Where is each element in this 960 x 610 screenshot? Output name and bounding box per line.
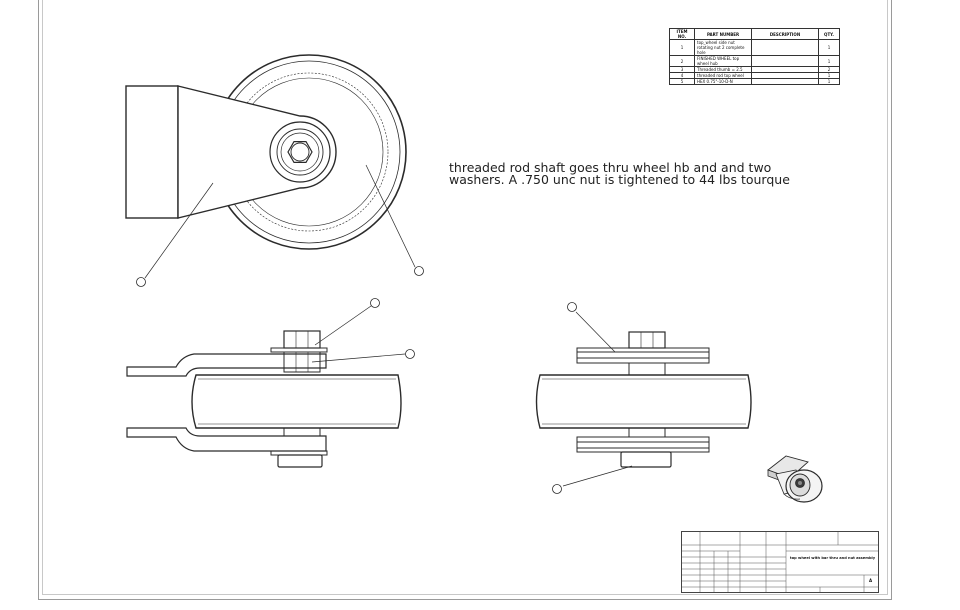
bom-header-item: ITEM NO. [669,28,695,40]
sheet-inner-border [42,0,888,595]
bracket-arm [177,85,337,219]
table-row: 1 top_wheel side nut rotating nut 2 comp… [669,39,840,56]
mount-block [125,85,179,219]
table-row: 2 FINISHED WHEEL top wheel hub 1 [669,55,840,67]
wheel-hidden-edge [229,72,389,232]
wheel-side [191,374,402,429]
balloon-right-plate [567,302,577,312]
bom-header-row: ITEM NO. PART NUMBER DESCRIPTION QTY. [669,28,840,40]
rod-upper-r [628,362,666,376]
title-block: top wheel with bar thru and nut assembly… [681,531,879,593]
balloon-front-wheel [414,266,424,276]
nut-top-r [628,331,666,349]
rod-upper [283,351,321,373]
bom-qty: 1 [818,78,840,85]
bom-desc [751,55,819,67]
bom-qty: 1 [818,55,840,67]
sheet-border [38,0,892,600]
hex-nut-front [287,141,313,163]
bom-desc [751,78,819,85]
bom-qty: 1 [818,39,840,56]
bom-part: FINISHED WHEEL top wheel hub [694,55,752,67]
hub-washer [276,128,324,176]
rod-end [290,142,310,162]
bom-item: 2 [669,55,695,67]
nut-bottom-r [620,451,672,468]
assembly-note: threaded rod shaft goes thru wheel hb an… [449,160,809,187]
bom-part: top_wheel side nut rotating nut 2 comple… [694,39,752,56]
note-line-2: washers. A .750 unc nut is tightened to … [449,172,790,187]
upper-arm [126,353,327,377]
note-line-1: threaded rod shaft goes thru wheel hb an… [449,160,772,175]
isometric-view [767,455,823,503]
bom-header-desc: DESCRIPTION [751,28,819,40]
hub-outer [269,121,331,183]
nut-bottom [277,454,323,468]
bom-part: Threaded thumb = 2.5 [694,66,752,73]
plate-bot-1 [576,436,710,443]
nut-top [283,330,321,349]
rod-lower-r [628,427,666,438]
table-row: 5 HEX 0.75"-10-D-N 1 [669,78,840,85]
bom-item: 5 [669,78,695,85]
plate-bot-2 [576,441,710,449]
rod-lower [283,427,321,437]
washer-top [270,347,328,353]
balloon-right-nut [552,484,562,494]
balloon-front-bracket [136,277,146,287]
wheel-side-r [535,374,752,429]
side-view-right [535,302,752,494]
balloon-side-nut [370,298,380,308]
bom-part: threaded rod top wheel [694,72,752,79]
sheet-size: A [869,578,873,583]
plate-top-3 [576,357,710,364]
bom-header-qty: QTY. [818,28,840,40]
bom-desc [751,39,819,56]
lower-arm [126,427,327,452]
bom-part: HEX 0.75"-10-D-N [694,78,752,85]
plate-top-1 [576,347,710,353]
balloon-side-rod [405,349,415,359]
title-block-grid [681,531,879,593]
drawing-title: top wheel with bar thru and nut assembly [790,556,876,560]
bom-header-part: PART NUMBER [694,28,752,40]
hub-inner [280,132,320,172]
bill-of-materials: ITEM NO. PART NUMBER DESCRIPTION QTY. 1 … [669,28,840,85]
side-view-left [126,298,415,468]
front-view [125,54,424,287]
plate-top-2 [576,351,710,359]
bom-item: 1 [669,39,695,56]
